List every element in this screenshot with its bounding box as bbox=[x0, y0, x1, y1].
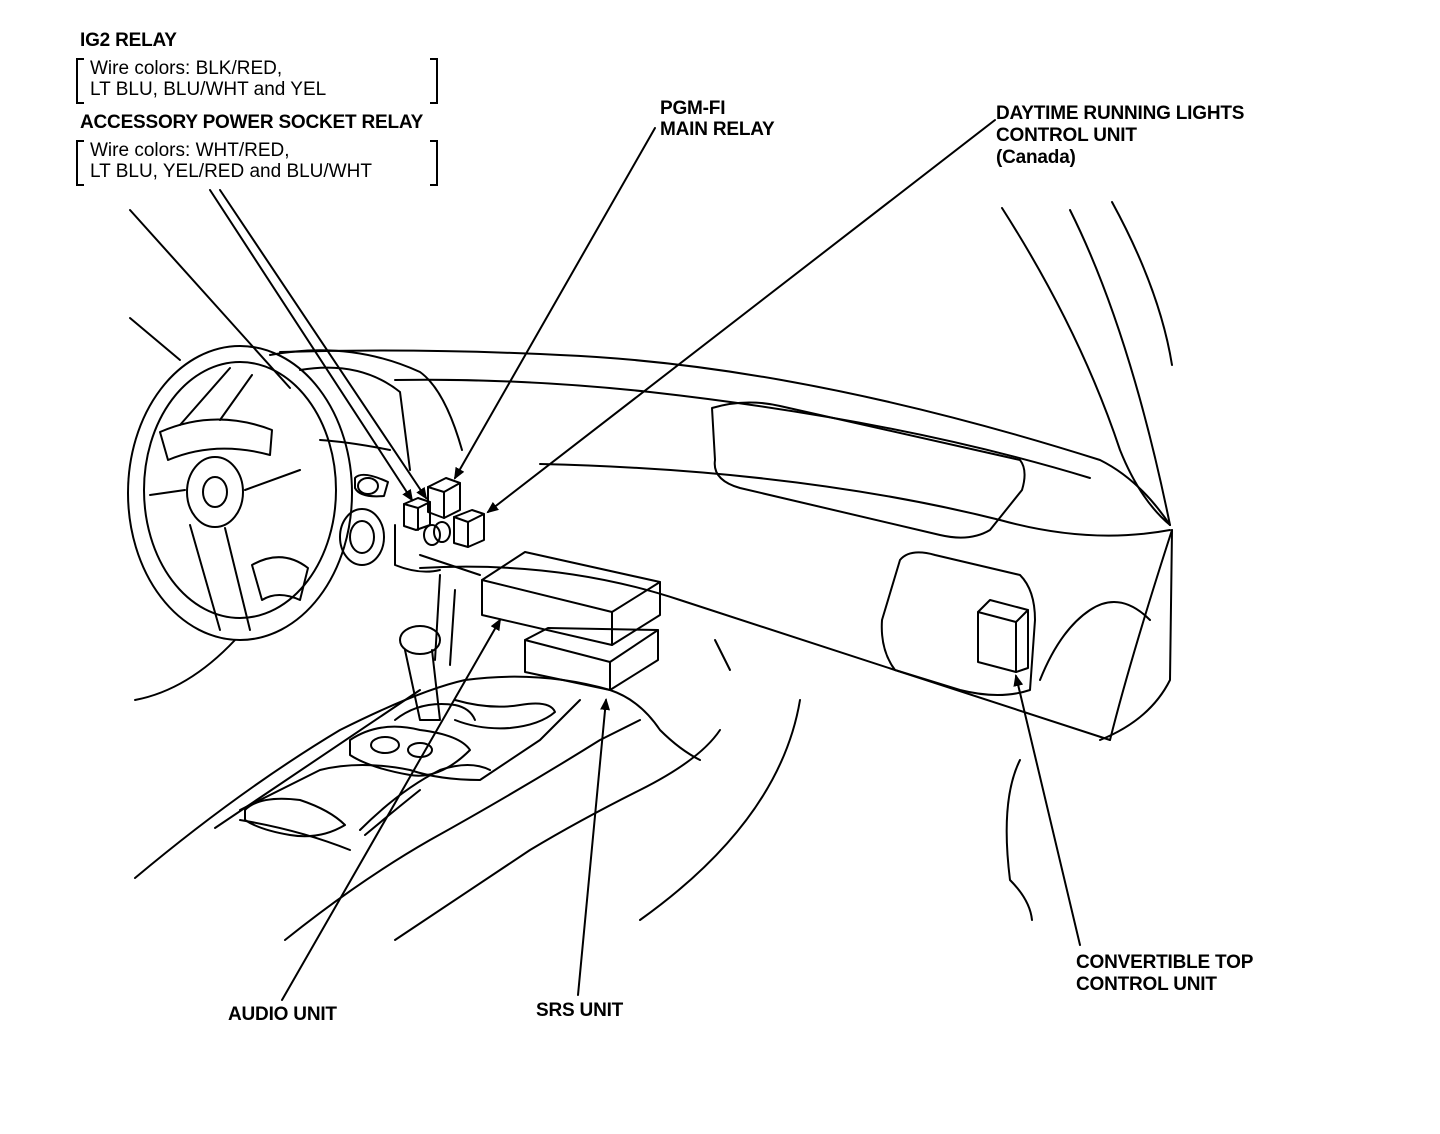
drl-label-line1: DAYTIME RUNNING LIGHTS bbox=[996, 103, 1245, 124]
ig2-bracket-right bbox=[430, 58, 438, 104]
center-console bbox=[134, 574, 801, 941]
acc-bracket-left bbox=[76, 140, 84, 186]
acc-wire-colors-line2: LT BLU, YEL/RED and BLU/WHT bbox=[90, 161, 372, 182]
srs-unit-box bbox=[524, 627, 659, 691]
convertible-top-label-line2: CONTROL UNIT bbox=[1076, 974, 1217, 995]
windshield-pillar-right bbox=[1001, 201, 1173, 921]
ig2-wire-colors-line2: LT BLU, BLU/WHT and YEL bbox=[90, 79, 327, 100]
ig2-wire-colors-line1: Wire colors: BLK/RED, bbox=[90, 58, 283, 79]
convertible-top-label-line1: CONVERTIBLE TOP bbox=[1076, 952, 1254, 973]
pgm-fi-label-line1: PGM-FI bbox=[660, 98, 726, 119]
audio-unit-label: AUDIO UNIT bbox=[228, 1004, 337, 1025]
ig2-relay-label: IG2 RELAY bbox=[80, 30, 177, 51]
dashboard-outline bbox=[279, 349, 1173, 741]
convertible-top-unit-box bbox=[977, 599, 1029, 673]
ig2-bracket-left bbox=[76, 58, 84, 104]
drl-label-line3: (Canada) bbox=[996, 147, 1076, 168]
accessory-relay-label: ACCESSORY POWER SOCKET RELAY bbox=[80, 112, 424, 133]
srs-unit-label: SRS UNIT bbox=[536, 1000, 624, 1021]
acc-bracket-right bbox=[430, 140, 438, 186]
leader-lines bbox=[209, 119, 1081, 1001]
audio-unit-box bbox=[481, 551, 661, 646]
drl-label-line2: CONTROL UNIT bbox=[996, 125, 1137, 146]
relay-boxes bbox=[357, 477, 485, 548]
steering-wheel bbox=[127, 345, 353, 701]
windshield-pillar-left bbox=[129, 209, 291, 389]
acc-wire-colors-line1: Wire colors: WHT/RED, bbox=[90, 140, 290, 161]
instrument-cluster bbox=[269, 349, 463, 573]
pgm-fi-label-line2: MAIN RELAY bbox=[660, 119, 775, 140]
